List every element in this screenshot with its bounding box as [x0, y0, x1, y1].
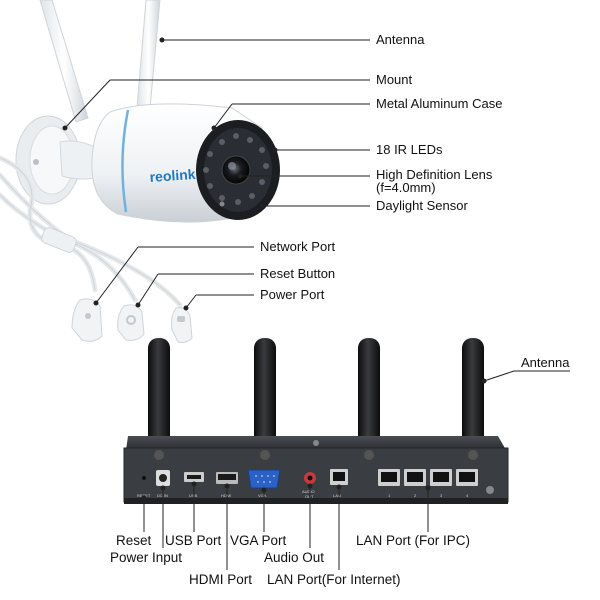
label-mount: Mount [376, 72, 413, 87]
label-vga-port: VGA Port [230, 533, 287, 548]
label-power-port: Power Port [260, 287, 325, 302]
reset-hole [142, 476, 146, 480]
panel-text-lan-4: 4 [466, 493, 469, 498]
label-lan-ipc: LAN Port (For IPC) [356, 533, 471, 548]
label-metal-case: Metal Aluminum Case [376, 96, 503, 111]
camera-illustration: reolink [0, 0, 280, 343]
panel-text-lan-3: 3 [440, 493, 443, 498]
label-lens-focal: (f=4.0mm) [376, 180, 436, 195]
panel-text-reset: RESET [137, 493, 151, 498]
nvr-antenna-1 [148, 338, 170, 462]
camera-leader-lines [62, 37, 370, 311]
ground-screw [486, 486, 494, 494]
label-daylight-sensor: Daylight Sensor [376, 198, 468, 213]
nvr-illustration: RESET DC IN USB HDMI VGA AUDIO OUT LAN 1… [123, 338, 509, 504]
label-hdmi-port: HDMI Port [189, 572, 253, 587]
label-antenna: Antenna [376, 32, 425, 47]
nvr-antenna-2 [254, 338, 276, 462]
panel-text-usb: USB [189, 493, 198, 498]
nvr-leader-lines [141, 370, 570, 570]
ir-leds-icon [203, 133, 269, 205]
panel-text-lan-1: 1 [388, 493, 391, 498]
camera-antenna-left [39, 0, 89, 123]
label-usb-port: USB Port [165, 533, 222, 548]
lens-icon [221, 155, 251, 185]
label-lens: High Definition Lens [376, 167, 493, 182]
daylight-sensor-icon [219, 201, 225, 207]
panel-text-audio: AUDIO [302, 489, 315, 494]
label-power-input: Power Input [110, 550, 183, 565]
camera-antenna-right [136, 0, 161, 109]
label-lan-internet: LAN Port(For Internet) [267, 572, 401, 587]
network-port-connector [71, 298, 103, 342]
label-audio-out: Audio Out [264, 550, 325, 565]
camera-front [196, 120, 280, 220]
label-network-port: Network Port [260, 239, 336, 254]
vga-port [247, 469, 281, 489]
label-reset-button: Reset Button [260, 266, 336, 281]
panel-text-hdmi: HDMI [221, 493, 231, 498]
label-nvr-antenna: Antenna [521, 355, 570, 370]
nvr-antenna-3 [358, 338, 380, 462]
panel-text-vga: VGA [258, 493, 267, 498]
power-port-connector [171, 307, 193, 343]
label-reset: Reset [116, 533, 152, 548]
lan-ipc-ports [378, 469, 478, 486]
camera-brand-logo: reolink [149, 166, 196, 185]
nvr-antenna-4 [462, 338, 484, 462]
reset-button-connector [117, 304, 145, 341]
label-ir-leds: 18 IR LEDs [376, 142, 443, 157]
panel-text-lan-2: 2 [414, 493, 417, 498]
panel-text-lan: LAN [333, 493, 341, 498]
